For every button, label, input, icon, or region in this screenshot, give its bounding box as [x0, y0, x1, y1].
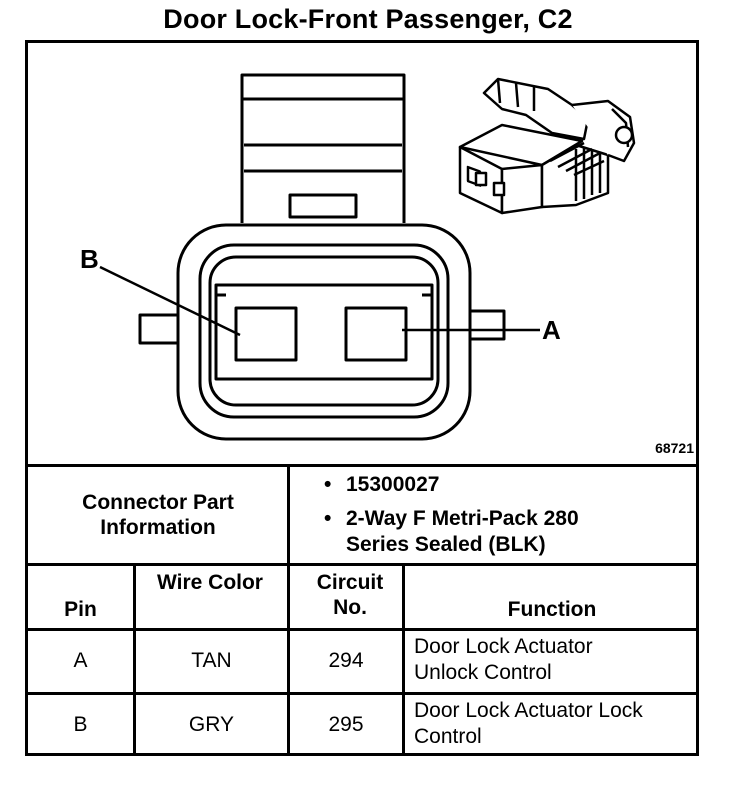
header-pin: Pin	[64, 598, 97, 621]
latch-tab	[288, 193, 358, 219]
pin-divider	[133, 563, 136, 756]
cavity-frame	[214, 283, 434, 381]
cavity-b	[234, 306, 298, 362]
document-frame	[25, 40, 699, 756]
leader-line-b	[99, 265, 241, 337]
connector-info-label: Connector Part Information	[82, 491, 234, 539]
connector-diagram: B A	[80, 73, 636, 441]
cavity-a	[344, 306, 408, 362]
figure-code: 68721	[655, 440, 694, 456]
row-a-pin: A	[73, 649, 88, 672]
row-a-wire-color: TAN	[191, 649, 232, 672]
connector-description: 2-Way F Metri-Pack 280 Series Sealed (BL…	[346, 507, 579, 556]
function-divider	[402, 563, 405, 756]
label-a: A	[542, 315, 561, 345]
connector-body-outer	[176, 223, 472, 441]
header-function: Function	[507, 598, 597, 621]
label-b: B	[80, 244, 99, 274]
table-top-border	[25, 464, 699, 467]
row-b-function: Door Lock Actuator Lock Control	[414, 699, 643, 748]
connector-perspective-view	[458, 77, 636, 215]
left-side-tab	[138, 313, 178, 345]
row-b-circuit: 295	[328, 713, 364, 736]
header-wire-color: Wire Color	[157, 571, 263, 594]
row-b-wire-color: GRY	[188, 713, 235, 736]
row-a-function: Door Lock Actuator Unlock Control	[414, 635, 593, 684]
header-bottom-border	[25, 628, 699, 631]
header-circuit-no: Circuit No.	[316, 571, 384, 619]
header-top-border	[25, 563, 699, 566]
row-b-pin: B	[73, 713, 88, 736]
info-divider	[287, 464, 290, 756]
right-side-tab	[470, 309, 506, 341]
row-a-circuit: 294	[328, 649, 364, 672]
connector-info-item: • 2-Way F Metri-Pack 280 Series Sealed (…	[324, 506, 624, 558]
connector-info-item: •15300027	[324, 473, 440, 496]
page-title: Door Lock-Front Passenger, C2	[163, 4, 573, 34]
connector-latch-outline	[240, 73, 406, 223]
part-number: 15300027	[346, 473, 440, 496]
row-divider	[25, 692, 699, 695]
